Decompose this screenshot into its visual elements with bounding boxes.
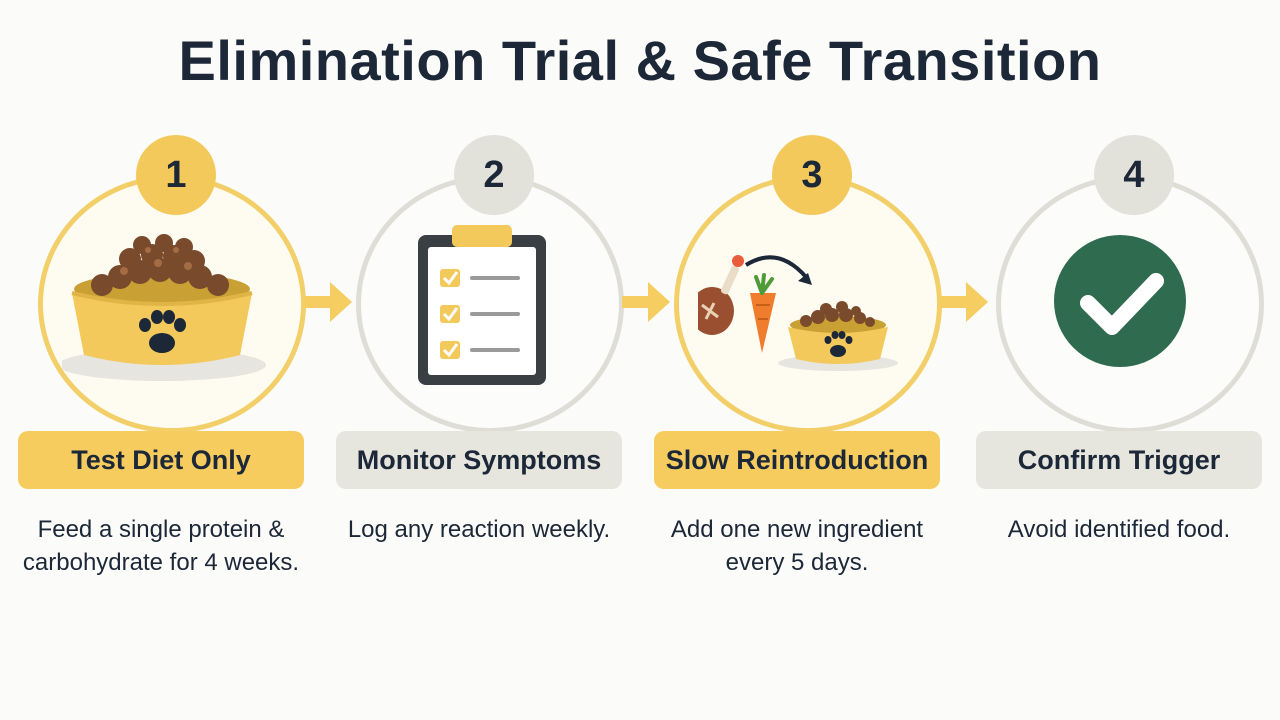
step-4-description: Avoid identified food. bbox=[1007, 516, 1231, 543]
step-2-number-badge: 2 bbox=[454, 135, 534, 215]
arrow-right-icon bbox=[304, 282, 352, 322]
checkmark-icon bbox=[1054, 235, 1186, 367]
food-bowl-icon bbox=[62, 234, 266, 381]
step-1: 1 Test Diet Only Feed a single protein &… bbox=[18, 135, 318, 655]
step-3: 3 Slow Reintroduction Add one new ingred… bbox=[654, 135, 954, 655]
step-4: 4 Confirm Trigger Avoid identified food. bbox=[976, 135, 1276, 655]
step-2-label: Monitor Symptoms bbox=[336, 431, 622, 489]
new-ingredient-to-bowl-icon bbox=[698, 255, 898, 371]
step-1-label: Test Diet Only bbox=[18, 431, 304, 489]
arrow-right-icon bbox=[622, 282, 670, 322]
step-3-description: Add one new ingredient every 5 days. bbox=[670, 516, 924, 576]
arrow-right-icon bbox=[940, 282, 988, 322]
step-1-number-badge: 1 bbox=[136, 135, 216, 215]
step-1-description: Feed a single protein & carbohydrate for… bbox=[22, 516, 300, 576]
step-2-description: Log any reaction weekly. bbox=[347, 516, 611, 543]
page-title: Elimination Trial & Safe Transition bbox=[178, 29, 1102, 92]
step-3-number-badge: 3 bbox=[772, 135, 852, 215]
step-4-number-badge: 4 bbox=[1094, 135, 1174, 215]
step-4-label: Confirm Trigger bbox=[976, 431, 1262, 489]
step-2: 2 Monitor Symptoms Log any reaction week… bbox=[336, 135, 636, 655]
clipboard-checklist-icon bbox=[418, 225, 546, 385]
step-3-label: Slow Reintroduction bbox=[654, 431, 940, 489]
